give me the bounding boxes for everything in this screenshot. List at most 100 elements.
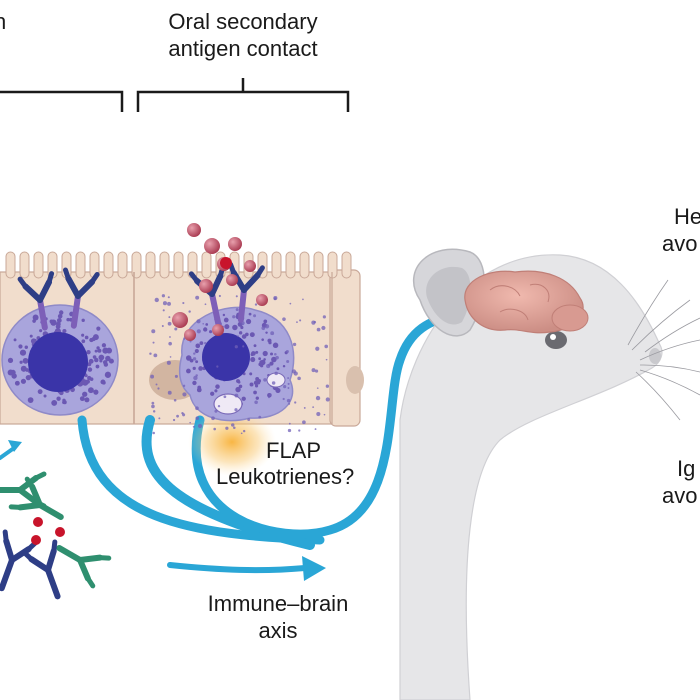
right-bracket bbox=[136, 78, 350, 112]
antigen-bead bbox=[226, 274, 238, 286]
released-granule bbox=[173, 398, 177, 402]
granule bbox=[198, 366, 203, 371]
released-granule bbox=[182, 384, 186, 387]
granule bbox=[263, 358, 266, 361]
granule bbox=[99, 359, 103, 363]
released-granule bbox=[298, 429, 301, 432]
granule bbox=[56, 396, 61, 401]
granule bbox=[92, 355, 97, 359]
granule bbox=[14, 380, 20, 386]
leukotriene-glow bbox=[188, 408, 276, 476]
granule bbox=[89, 377, 94, 381]
released-granule bbox=[321, 325, 326, 331]
released-granule bbox=[167, 301, 171, 306]
granule bbox=[82, 391, 88, 397]
granule bbox=[81, 318, 85, 323]
granule bbox=[13, 338, 17, 342]
released-granule bbox=[313, 320, 317, 324]
granule bbox=[56, 318, 62, 323]
released-granule bbox=[287, 428, 292, 433]
released-granule bbox=[314, 428, 317, 430]
microvillus bbox=[285, 251, 296, 279]
granule bbox=[271, 356, 277, 363]
released-granule bbox=[195, 295, 200, 300]
released-granule bbox=[182, 392, 187, 397]
released-granule bbox=[195, 374, 198, 377]
released-granule bbox=[154, 297, 159, 303]
right-label-top: He avo bbox=[662, 203, 700, 257]
granule bbox=[11, 369, 15, 373]
released-granule bbox=[211, 416, 215, 421]
released-granule bbox=[274, 352, 277, 356]
released-granule bbox=[168, 316, 171, 319]
left-bracket bbox=[0, 90, 124, 112]
released-granule bbox=[324, 344, 329, 349]
released-granule bbox=[271, 381, 276, 385]
microvillus bbox=[159, 251, 170, 279]
whisker bbox=[627, 279, 669, 346]
granule bbox=[102, 380, 106, 385]
released-granule bbox=[285, 349, 289, 354]
granule bbox=[84, 335, 89, 340]
released-granule bbox=[292, 342, 297, 347]
released-granule bbox=[247, 418, 251, 421]
granule bbox=[59, 310, 64, 315]
microvillus bbox=[33, 251, 44, 279]
released-granule bbox=[225, 426, 229, 430]
whisker bbox=[639, 364, 700, 373]
granule bbox=[62, 328, 67, 334]
granule bbox=[43, 394, 47, 398]
granule bbox=[238, 331, 243, 335]
granule bbox=[260, 364, 264, 368]
granule bbox=[23, 358, 28, 364]
released-granule bbox=[192, 357, 197, 361]
granule bbox=[210, 391, 215, 396]
granule bbox=[260, 359, 266, 366]
released-granule bbox=[196, 329, 201, 334]
released-granule bbox=[291, 369, 296, 374]
microvillus bbox=[19, 251, 30, 279]
released-granule bbox=[294, 401, 297, 404]
released-granule bbox=[302, 298, 304, 301]
released-granule bbox=[261, 326, 266, 331]
granule bbox=[267, 338, 272, 343]
granule bbox=[255, 396, 259, 400]
antibody-icon bbox=[0, 529, 38, 592]
granule bbox=[249, 372, 253, 376]
granule bbox=[96, 326, 101, 331]
released-granule bbox=[234, 408, 238, 412]
granule bbox=[96, 346, 100, 350]
antigen-red bbox=[55, 527, 65, 537]
microvillus bbox=[299, 251, 310, 279]
granule bbox=[51, 399, 58, 406]
released-granule bbox=[218, 294, 221, 298]
released-granule bbox=[188, 310, 191, 313]
released-granule bbox=[234, 393, 239, 398]
released-granule bbox=[158, 417, 161, 420]
immune-brain-axis-label: Immune–brain axis bbox=[178, 590, 378, 644]
granule bbox=[19, 349, 27, 356]
released-granule bbox=[322, 315, 326, 319]
released-granule bbox=[316, 327, 321, 332]
granule bbox=[37, 389, 43, 395]
released-granule bbox=[325, 397, 330, 402]
released-granule bbox=[288, 402, 291, 405]
microvillus bbox=[271, 251, 282, 279]
brain-icon bbox=[464, 270, 589, 334]
flap-text: FLAP bbox=[266, 438, 322, 463]
released-granule bbox=[315, 346, 320, 351]
released-granule bbox=[172, 418, 176, 422]
granule bbox=[84, 397, 90, 403]
released-granule bbox=[153, 353, 158, 358]
released-granule bbox=[323, 413, 326, 416]
granule bbox=[275, 387, 281, 394]
released-granule bbox=[254, 303, 258, 306]
released-granule bbox=[258, 415, 262, 419]
released-granule bbox=[167, 296, 170, 299]
granule bbox=[88, 358, 94, 364]
released-granule bbox=[296, 321, 298, 324]
released-granule bbox=[303, 407, 306, 409]
right-label-bottom-line2: avo bbox=[662, 483, 698, 508]
granule bbox=[88, 387, 94, 394]
released-granule bbox=[287, 387, 290, 389]
